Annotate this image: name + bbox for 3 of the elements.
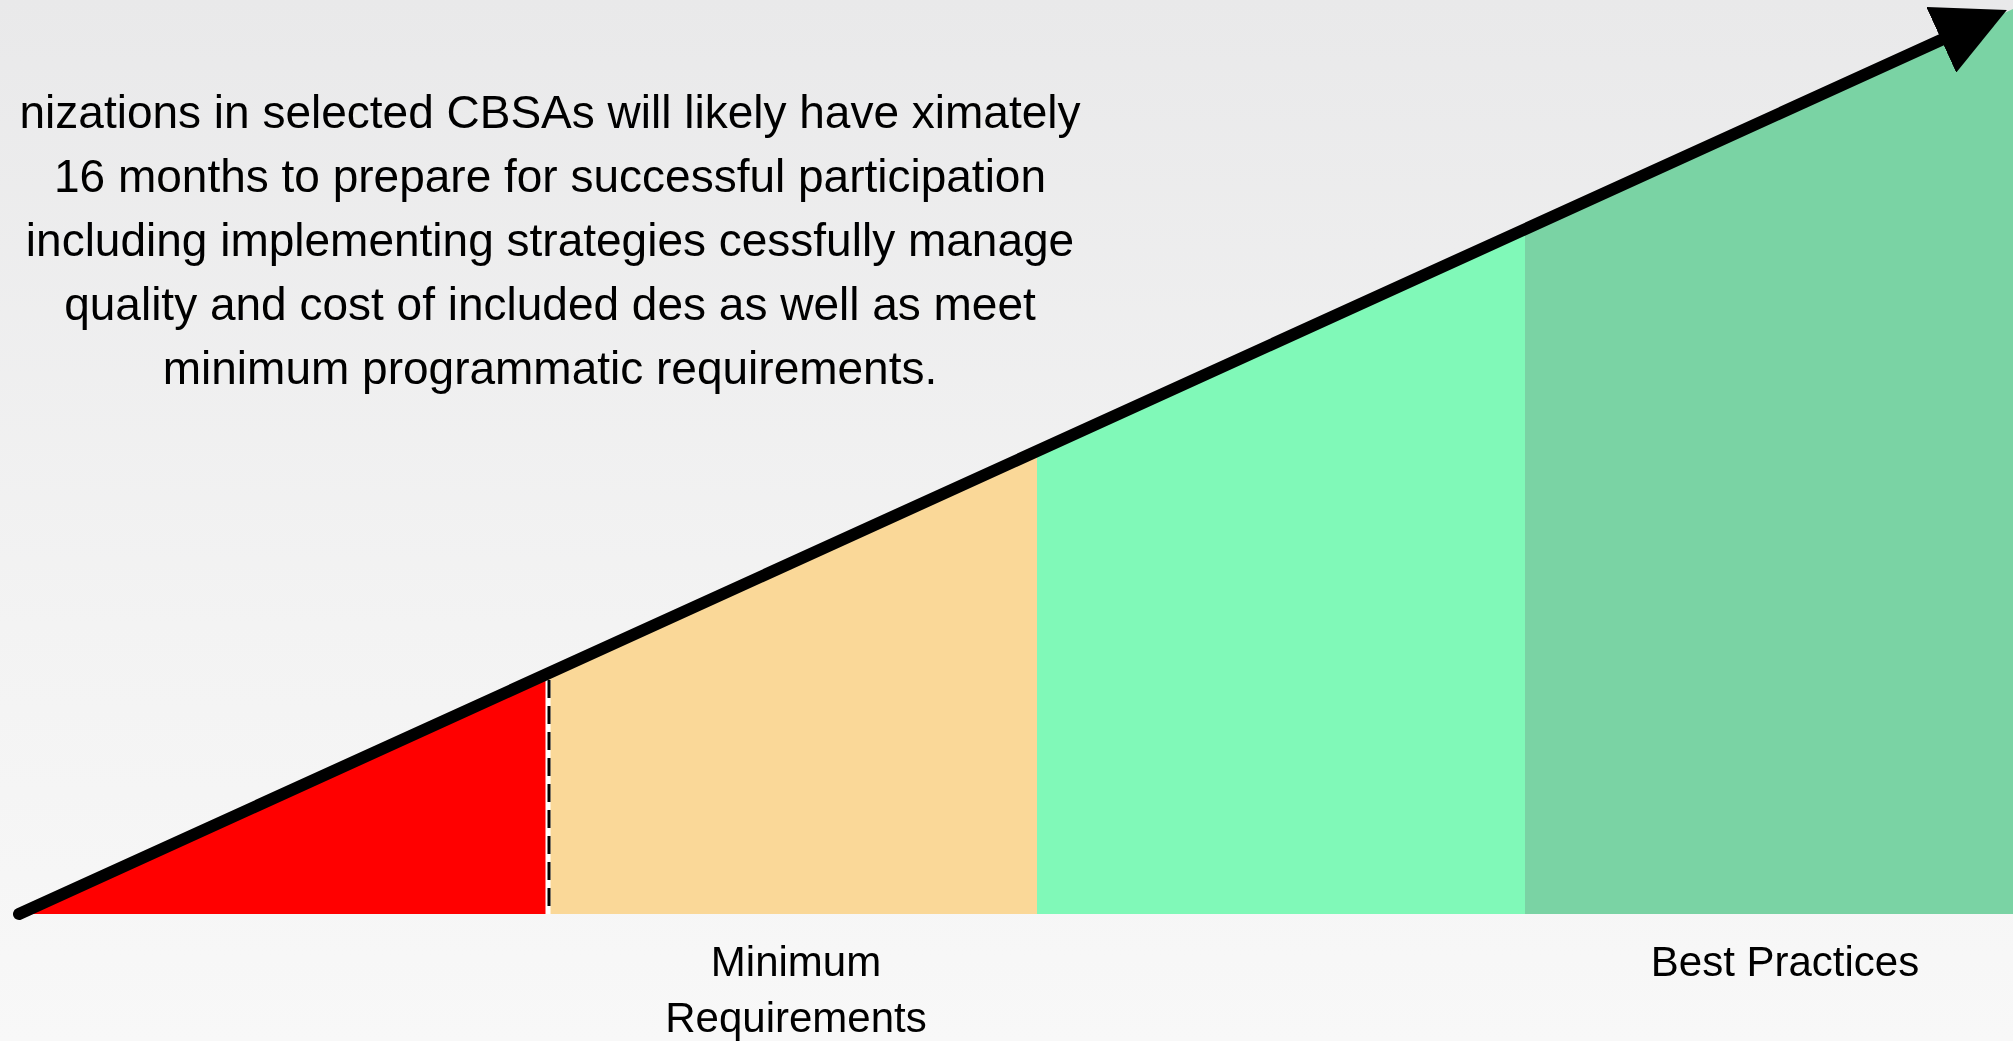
stage-label: Minimum Requirements — [664, 937, 928, 1041]
description-paragraph: nizations in selected CBSAs will likely have ximately 16 months to prepare for successful participation including implementing strategies cessfully manage quality and cost of included des as well as meet minimum programmatic requirements. — [18, 85, 1082, 396]
stage-label: Best Practices — [1649, 937, 1921, 987]
